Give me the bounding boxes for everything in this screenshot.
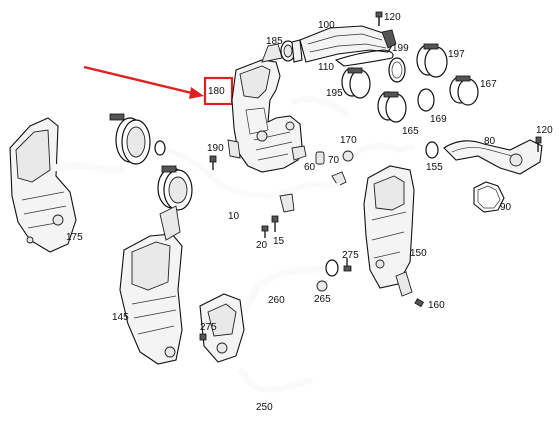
part-199-clamp[interactable] [388, 57, 406, 83]
part-mid-flange[interactable] [157, 165, 193, 211]
part-275-bolt-right[interactable] [343, 258, 352, 272]
part-195-clamp[interactable] [341, 67, 371, 99]
part-169-ring[interactable] [417, 88, 435, 112]
label-199: 199 [392, 43, 409, 54]
label-20: 20 [256, 240, 268, 251]
part-90-gasket[interactable] [473, 181, 505, 213]
label-70: 70 [328, 155, 340, 166]
label-167: 167 [480, 79, 497, 90]
part-80-pipe[interactable] [443, 139, 543, 175]
part-120-bolt-right[interactable] [535, 136, 542, 152]
part-left-flange[interactable] [109, 113, 151, 165]
part-265-fitting[interactable] [316, 280, 328, 292]
label-120-right: 120 [536, 125, 553, 136]
label-185: 185 [266, 36, 283, 47]
part-120-bolt-top[interactable] [375, 11, 383, 26]
label-175: 175 [66, 232, 83, 243]
part-250-assembly[interactable] [199, 293, 313, 393]
label-10: 10 [228, 211, 240, 222]
label-100: 100 [318, 20, 335, 31]
part-190-bolt[interactable] [209, 155, 217, 170]
highlight-box[interactable] [203, 76, 234, 106]
label-265: 265 [314, 294, 331, 305]
part-145-housing[interactable] [119, 205, 183, 365]
part-175-pipe[interactable] [53, 161, 124, 174]
label-120-top: 120 [384, 12, 401, 23]
label-260: 260 [268, 295, 285, 306]
part-20-screw[interactable] [261, 225, 269, 238]
part-160-bolt[interactable] [414, 298, 425, 308]
label-80: 80 [484, 136, 496, 147]
part-185-sleeve[interactable] [280, 39, 303, 63]
part-260-hose[interactable] [240, 259, 339, 314]
label-145: 145 [112, 312, 129, 323]
part-275-bolt-left[interactable] [199, 333, 207, 341]
label-190: 190 [207, 143, 224, 154]
label-60: 60 [304, 162, 316, 173]
label-275-right: 275 [342, 250, 359, 261]
label-150: 150 [410, 248, 427, 259]
label-197: 197 [448, 49, 465, 60]
part-15-screw[interactable] [271, 215, 279, 232]
label-110: 110 [318, 62, 334, 73]
callout-arrow [83, 65, 204, 99]
label-90: 90 [500, 202, 512, 213]
label-275-left: 275 [200, 322, 217, 333]
part-100-intake-tube[interactable] [299, 25, 397, 63]
part-170-hose[interactable] [342, 142, 415, 162]
part-60-fitting[interactable] [315, 151, 325, 165]
label-155: 155 [426, 162, 443, 173]
part-155-clamp[interactable] [425, 141, 439, 159]
part-sensor[interactable] [279, 193, 295, 213]
part-197-clamp[interactable] [416, 43, 448, 78]
part-10-hose[interactable] [154, 140, 341, 199]
part-165-clamp[interactable] [377, 91, 407, 123]
part-195-hose[interactable] [290, 95, 350, 118]
part-167-clamp[interactable] [449, 75, 479, 106]
label-170: 170 [340, 135, 357, 146]
part-110-seal[interactable] [334, 49, 394, 67]
part-70-fitting[interactable] [331, 171, 347, 187]
label-250: 250 [256, 402, 273, 413]
label-165: 165 [402, 126, 419, 137]
part-180-intake-housing[interactable] [227, 43, 307, 173]
label-169: 169 [430, 114, 447, 125]
part-175-housing[interactable] [9, 117, 77, 253]
label-180: 180 [208, 86, 225, 97]
part-150-housing[interactable] [363, 165, 415, 297]
label-160: 160 [428, 300, 445, 311]
label-195: 195 [326, 88, 343, 99]
label-15: 15 [273, 236, 285, 247]
